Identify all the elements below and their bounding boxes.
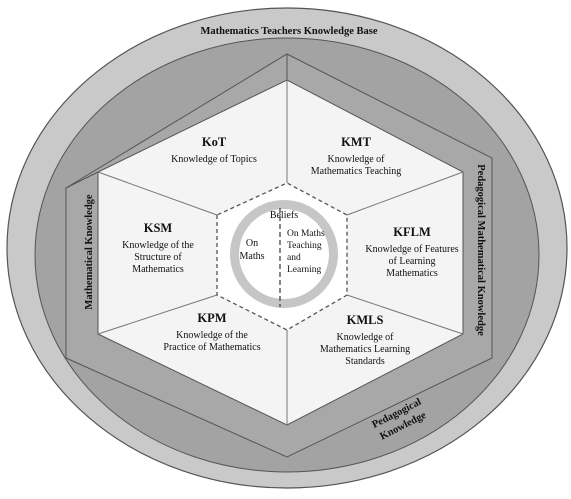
sector-kmt-line: Mathematics Teaching <box>311 166 401 177</box>
sector-kot-line: Knowledge of Topics <box>171 154 257 165</box>
sector-kpm-line: Knowledge of the <box>176 330 248 341</box>
beliefs-teaching-line: On Maths <box>287 229 325 239</box>
sector-kpm-abbr: KPM <box>197 311 226 325</box>
sector-kmls-line: Knowledge of <box>337 332 395 343</box>
beliefs-on-maths-line: On <box>246 238 258 249</box>
sector-kmt-line: Knowledge of <box>328 154 386 165</box>
sector-kot: KoT Knowledge of Topics <box>171 135 257 165</box>
beliefs-on-maths-line: Maths <box>240 251 265 262</box>
beliefs-ring-inner <box>239 209 329 299</box>
sector-kmt-abbr: KMT <box>341 135 372 149</box>
sector-kflm-line: Mathematics <box>386 268 438 279</box>
sector-ksm-line: Mathematics <box>132 264 184 275</box>
sector-kot-abbr: KoT <box>202 135 227 149</box>
sector-kflm-line: of Learning <box>389 256 436 267</box>
sector-kpm-line: Practice of Mathematics <box>163 342 260 353</box>
sector-kmls-line: Standards <box>345 356 385 367</box>
sector-ksm-line: Knowledge of the <box>122 240 194 251</box>
label-pedagogical-mathematical-knowledge: Pedagogical Mathematical Knowledge <box>475 164 486 336</box>
beliefs-teaching-line: Teaching <box>287 241 322 251</box>
sector-dividers <box>97 80 464 425</box>
band-divider-left <box>65 171 99 189</box>
outer-title: Mathematics Teachers Knowledge Base <box>200 26 377 37</box>
sector-ksm-line: Structure of <box>134 252 182 263</box>
sector-ksm-abbr: KSM <box>144 221 173 235</box>
sector-kflm-abbr: KFLM <box>393 225 431 239</box>
beliefs-teaching-line: and <box>287 253 301 263</box>
beliefs-teaching-line: Learning <box>287 265 322 275</box>
beliefs-title: Beliefs <box>270 210 298 221</box>
sector-kmls-line: Mathematics Learning <box>320 344 410 355</box>
label-mathematical-knowledge: Mathematical Knowledge <box>84 194 95 310</box>
sector-kflm-line: Knowledge of Features <box>365 244 458 255</box>
sector-kmls-abbr: KMLS <box>347 313 384 327</box>
